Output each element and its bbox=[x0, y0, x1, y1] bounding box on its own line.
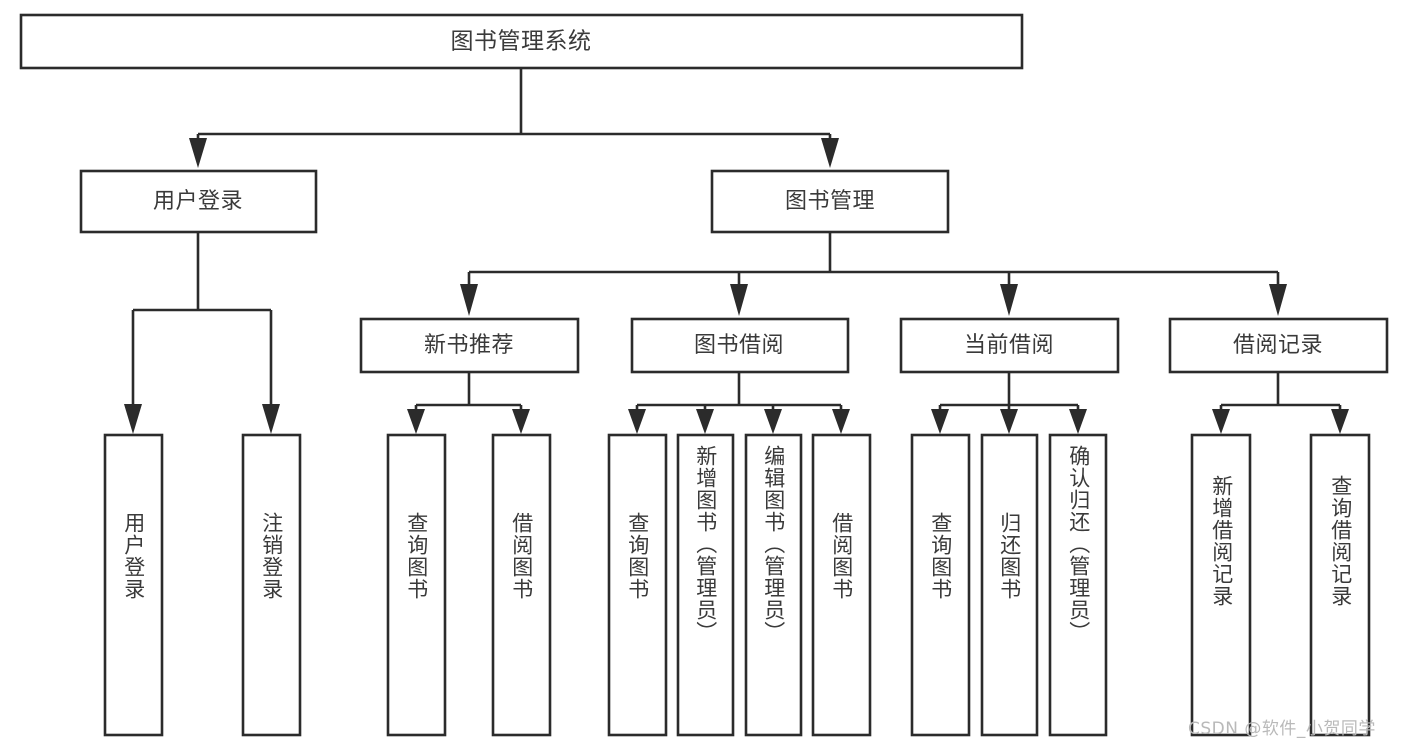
arrow-bookmgmt-to-newbook bbox=[460, 284, 478, 316]
arrow-bookborrow-leaf-3 bbox=[764, 409, 782, 434]
node-current-borrow-box[interactable] bbox=[899, 317, 1120, 374]
node-book-mgmt-box[interactable] bbox=[710, 169, 950, 234]
node-book-borrow-box[interactable] bbox=[630, 317, 850, 374]
node-new-book-recommend-box[interactable] bbox=[359, 317, 580, 374]
leaf-box-current-borrow-1[interactable] bbox=[980, 433, 1039, 737]
leaf-box-new-book-0[interactable] bbox=[386, 433, 447, 737]
leaf-box-borrow-record-0[interactable] bbox=[1190, 433, 1252, 737]
arrow-root-to-user-login bbox=[189, 138, 207, 168]
arrow-newbook-leaf-1 bbox=[407, 409, 425, 434]
arrow-borrowrecord-leaf-2 bbox=[1331, 409, 1349, 434]
arrow-currentborrow-leaf-2 bbox=[1000, 409, 1018, 434]
node-user-login-box[interactable] bbox=[79, 169, 318, 234]
arrow-bookborrow-leaf-1 bbox=[628, 409, 646, 434]
node-root-box[interactable] bbox=[19, 13, 1024, 70]
leaf-box-new-book-1[interactable] bbox=[491, 433, 552, 737]
arrow-bookmgmt-to-record bbox=[1269, 284, 1287, 316]
leaf-box-book-borrow-0[interactable] bbox=[607, 433, 668, 737]
csdn-watermark: CSDN @软件_小贺同学 bbox=[1188, 719, 1376, 739]
arrow-userlogin-leaf-1 bbox=[124, 404, 142, 434]
leaf-box-current-borrow-2[interactable] bbox=[1048, 433, 1108, 737]
leaf-box-current-borrow-0[interactable] bbox=[910, 433, 971, 737]
arrow-newbook-leaf-2 bbox=[512, 409, 530, 434]
arrow-userlogin-leaf-2 bbox=[262, 404, 280, 434]
node-borrow-record-box[interactable] bbox=[1168, 317, 1389, 374]
arrow-currentborrow-leaf-3 bbox=[1069, 409, 1087, 434]
arrow-root-to-book-mgmt bbox=[821, 138, 839, 168]
arrow-currentborrow-leaf-1 bbox=[931, 409, 949, 434]
leaf-box-borrow-record-1[interactable] bbox=[1309, 433, 1371, 737]
arrow-borrowrecord-leaf-1 bbox=[1212, 409, 1230, 434]
leaf-box-user-login-1[interactable] bbox=[241, 433, 302, 737]
leaf-box-book-borrow-1[interactable] bbox=[676, 433, 735, 737]
arrow-bookborrow-leaf-2 bbox=[696, 409, 714, 434]
arrow-bookmgmt-to-current bbox=[1000, 284, 1018, 316]
leaf-box-book-borrow-2[interactable] bbox=[744, 433, 803, 737]
leaf-box-book-borrow-3[interactable] bbox=[811, 433, 872, 737]
leaf-box-user-login-0[interactable] bbox=[103, 433, 164, 737]
arrow-bookmgmt-to-borrow bbox=[730, 284, 748, 316]
arrow-bookborrow-leaf-4 bbox=[832, 409, 850, 434]
